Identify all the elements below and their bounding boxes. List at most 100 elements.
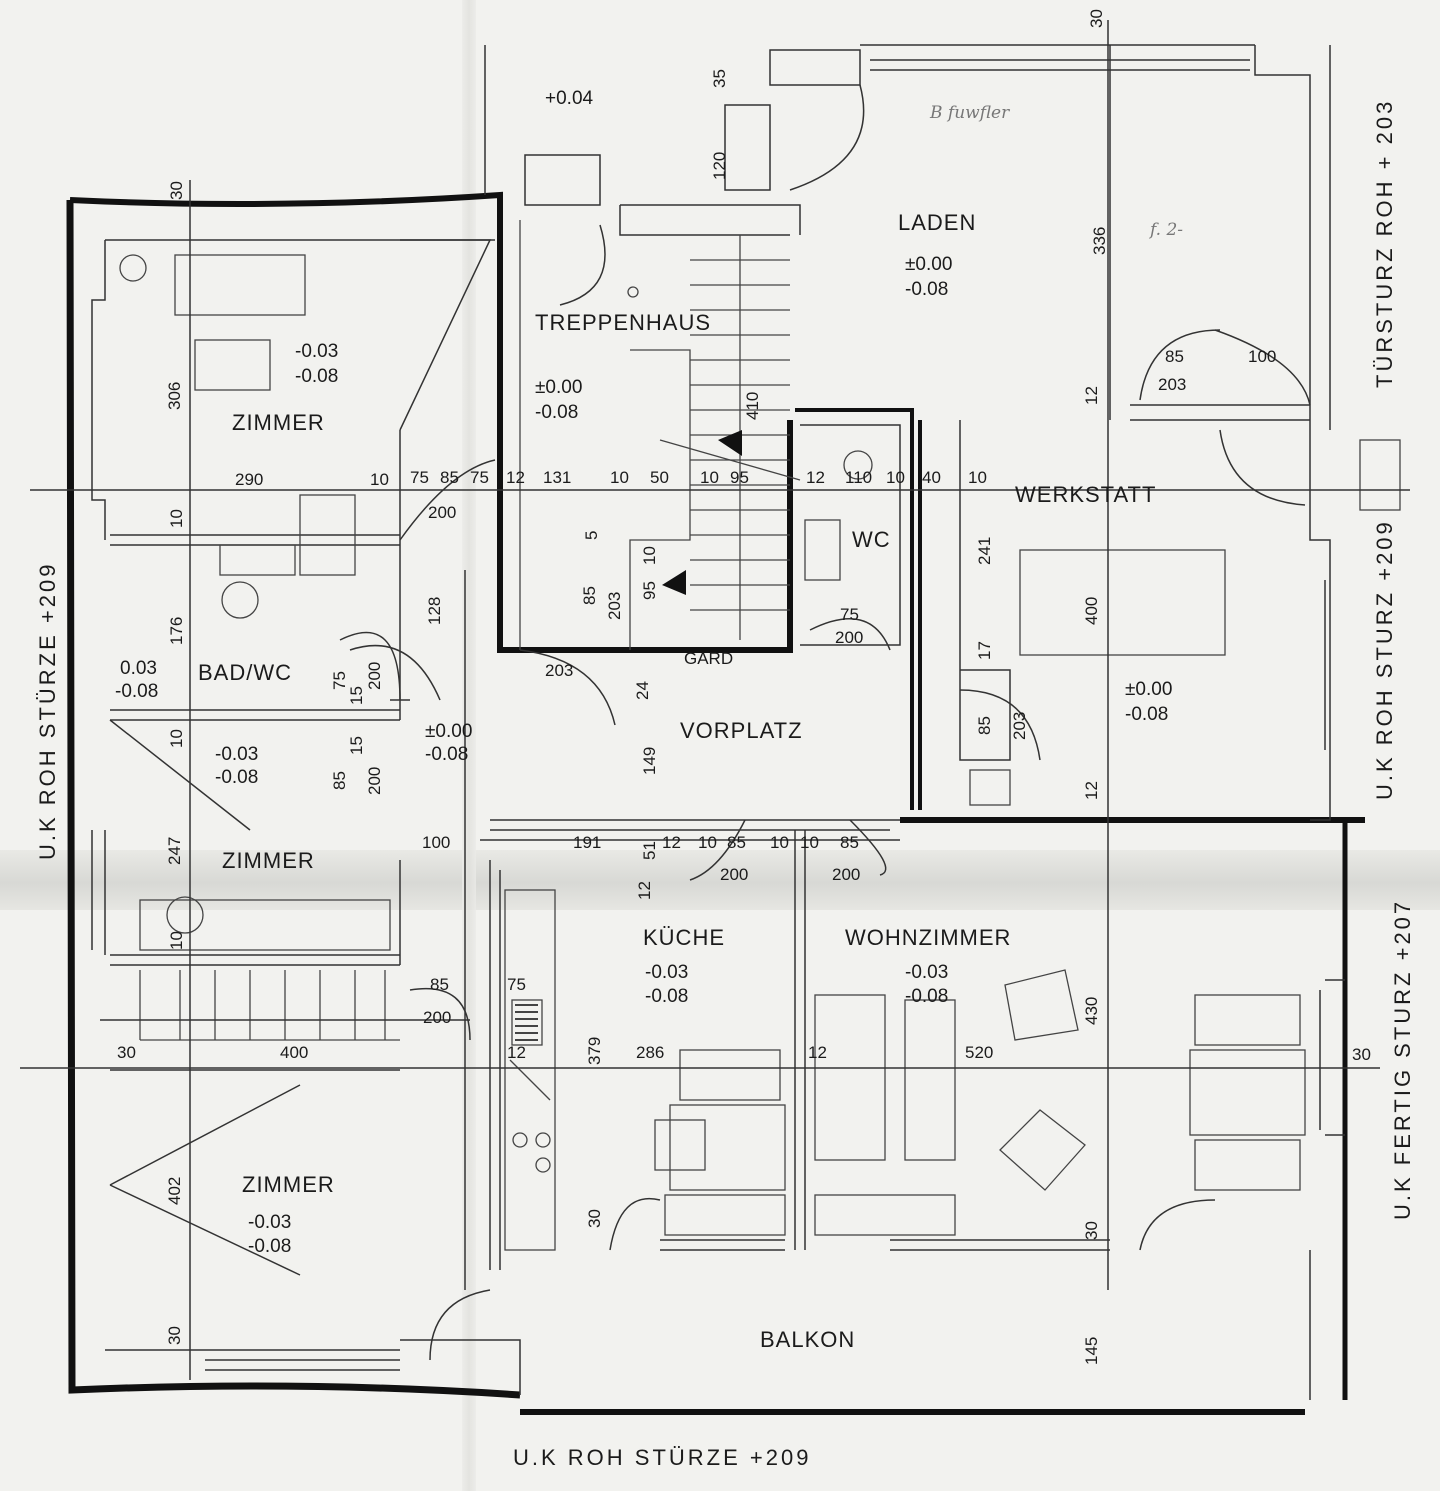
room-name-treppenhaus: TREPPENHAUS (535, 310, 711, 335)
dim-label: 200 (428, 503, 456, 522)
level-wohnzimmer-2: -0.08 (905, 986, 948, 1007)
dim-label: 241 (975, 537, 994, 565)
dim-label: 10 (370, 470, 389, 489)
dim-label: 12 (507, 1043, 526, 1062)
dim-label: 12 (1082, 781, 1101, 800)
dimension-labels: 30 35 120 30 336 85 203 100 12 306 410 2… (117, 9, 1371, 1365)
dim-label: 10 (610, 468, 629, 487)
dim-label: 12 (808, 1043, 827, 1062)
dim-label: 95 (640, 581, 659, 600)
dim-label: 12 (1082, 386, 1101, 405)
room-name-bad: BAD/WC (198, 660, 292, 685)
room-name-kuche: KÜCHE (643, 925, 725, 950)
dim-label: 85 (330, 771, 349, 790)
level-kuche-2: -0.08 (645, 986, 688, 1007)
dim-label: 100 (1248, 347, 1276, 366)
dim-label: 145 (1082, 1337, 1101, 1365)
dim-label: 75 (330, 671, 349, 690)
dim-label: 75 (507, 975, 526, 994)
note-handwritten-top: B fuwfler (929, 103, 1010, 123)
dim-label: 85 (840, 833, 859, 852)
level-wohnzimmer-1: -0.03 (905, 962, 948, 983)
dim-label: 12 (506, 468, 525, 487)
dim-label: 85 (727, 833, 746, 852)
dim-label: 203 (1158, 375, 1186, 394)
dim-label: 50 (650, 468, 669, 487)
note-right-mid: U.K ROH STURZ +209 (1372, 519, 1397, 800)
dim-label: 15 (347, 736, 366, 755)
dim-label: 30 (1082, 1221, 1101, 1240)
room-name-wc: WC (852, 527, 891, 552)
dim-label: 10 (968, 468, 987, 487)
level-vorplatz-1: ±0.00 (425, 721, 472, 742)
dim-label: 290 (235, 470, 263, 489)
gard-label: GARD (684, 649, 733, 668)
dim-label: 10 (167, 509, 186, 528)
dim-label: 75 (470, 468, 489, 487)
dim-label: 85 (1165, 347, 1184, 366)
dim-label: 85 (580, 586, 599, 605)
level-zimmer-bottom-1: -0.03 (248, 1212, 291, 1233)
room-name-werkstatt: WERKSTATT (1015, 482, 1156, 507)
dim-label: 12 (635, 881, 654, 900)
dim-label: 203 (545, 661, 573, 680)
notes: U.K ROH STÜRZE +209 U.K ROH STÜRZE +209 … (35, 99, 1415, 1470)
dim-label: 35 (710, 69, 729, 88)
level-bad-2: -0.08 (115, 681, 158, 702)
room-name-zimmer-top: ZIMMER (232, 410, 325, 435)
dim-label: 24 (633, 681, 652, 700)
room-name-wohnzimmer: WOHNZIMMER (845, 925, 1011, 950)
level-bad-1: 0.03 (120, 658, 157, 679)
dim-label: 30 (167, 181, 186, 200)
dim-label: 131 (543, 468, 571, 487)
room-name-zimmer-bottom: ZIMMER (242, 1172, 335, 1197)
dim-label: 336 (1090, 227, 1109, 255)
level-zimmer-top-2: -0.08 (295, 366, 338, 387)
dim-label: 12 (662, 833, 681, 852)
note-right-top: TÜRSTURZ ROH + 203 (1372, 99, 1397, 388)
dim-label: 40 (922, 468, 941, 487)
level-zimmer-bottom-2: -0.08 (248, 1236, 291, 1257)
dim-label: 5 (582, 531, 601, 540)
dim-label: 85 (440, 468, 459, 487)
dim-label: 10 (700, 468, 719, 487)
dim-label: 10 (770, 833, 789, 852)
room-name-balkon: BALKON (760, 1327, 855, 1352)
dim-label: 176 (167, 617, 186, 645)
dim-label: 30 (585, 1209, 604, 1228)
dim-label: 75 (840, 605, 859, 624)
dim-label: 200 (365, 767, 384, 795)
level-treppenhaus-1: ±0.00 (535, 377, 582, 398)
dim-label: 379 (585, 1037, 604, 1065)
level-zimmer-mid-1: -0.03 (215, 744, 258, 765)
level-laden-2: -0.08 (905, 279, 948, 300)
dim-label: 15 (347, 686, 366, 705)
dim-label: 30 (1087, 9, 1106, 28)
dim-label: 10 (800, 833, 819, 852)
dim-label: 400 (280, 1043, 308, 1062)
outer-walls (66, 191, 1365, 1415)
room-name-laden: LADEN (898, 210, 976, 235)
dim-label: 95 (730, 468, 749, 487)
dim-label: 200 (832, 865, 860, 884)
dim-label: 10 (167, 931, 186, 950)
dim-label: 110 (845, 468, 872, 487)
dim-label: 51 (640, 841, 659, 860)
dim-label: 12 (806, 468, 825, 487)
dim-label: 30 (1352, 1045, 1371, 1064)
room-name-zimmer-mid: ZIMMER (222, 848, 315, 873)
dim-label: 100 (422, 833, 450, 852)
dim-label: 85 (430, 975, 449, 994)
level-treppenhaus-2: -0.08 (535, 402, 578, 423)
note-handwritten-small: f. 2- (1148, 220, 1183, 240)
dim-label: 75 (410, 468, 429, 487)
level-vorplatz-2: -0.08 (425, 744, 468, 765)
dim-label: 203 (1010, 712, 1029, 740)
dim-label: 200 (720, 865, 748, 884)
level-zimmer-top-1: -0.03 (295, 341, 338, 362)
inner-walls (91, 44, 1401, 1400)
level-werkstatt-2: -0.08 (1125, 704, 1168, 725)
level-werkstatt-1: ±0.00 (1125, 679, 1172, 700)
room-name-vorplatz: VORPLATZ (680, 718, 803, 743)
